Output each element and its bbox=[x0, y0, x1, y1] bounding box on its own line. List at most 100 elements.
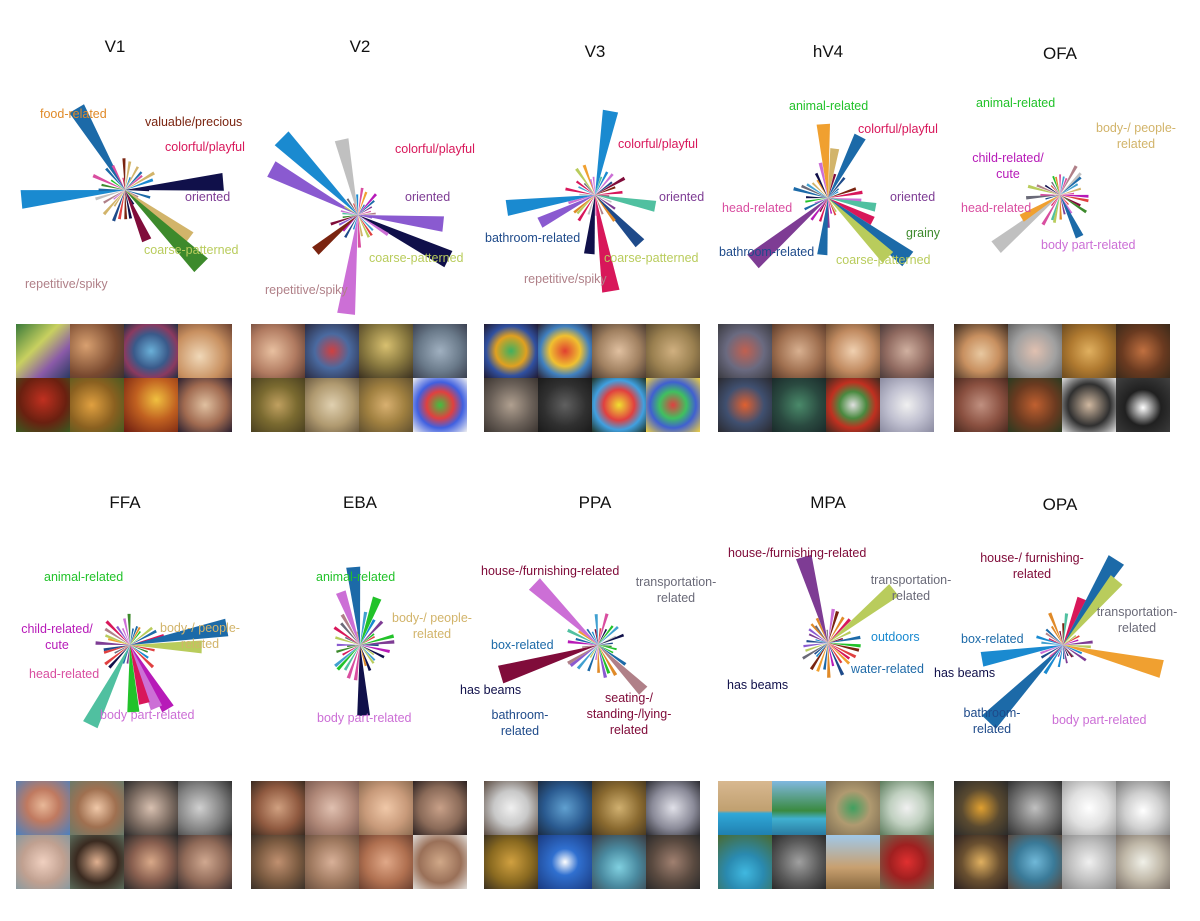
spoke-chart bbox=[991, 165, 1089, 253]
spoke-wedge bbox=[1063, 635, 1077, 645]
spoke-label: coarse-patterned bbox=[604, 251, 699, 265]
spoke-wedge bbox=[817, 198, 828, 256]
spoke-wedge bbox=[105, 620, 130, 645]
example-image bbox=[251, 378, 305, 432]
spoke-wedge bbox=[343, 645, 360, 671]
spoke-wedge bbox=[125, 190, 208, 273]
spoke-wedge bbox=[360, 645, 367, 667]
example-image bbox=[646, 835, 700, 889]
spoke-wedge bbox=[528, 578, 598, 645]
spoke-wedge bbox=[1063, 645, 1091, 649]
spoke-wedge bbox=[595, 176, 626, 195]
spoke-wedge bbox=[69, 104, 125, 190]
spoke-wedge bbox=[814, 198, 828, 204]
spoke-wedge bbox=[828, 635, 861, 643]
spoke-wedge bbox=[1063, 640, 1093, 645]
spoke-wedge bbox=[828, 198, 877, 212]
spoke-wedge bbox=[816, 179, 828, 198]
example-image bbox=[826, 324, 880, 378]
spoke-wedge bbox=[360, 640, 395, 645]
spoke-wedge bbox=[1063, 645, 1073, 658]
spoke-wedge bbox=[1049, 645, 1063, 658]
spoke-wedge bbox=[582, 164, 595, 195]
spoke-wedge bbox=[1040, 645, 1063, 655]
spoke-wedge bbox=[360, 619, 376, 645]
spoke-wedge bbox=[342, 215, 358, 232]
spoke-wedge bbox=[565, 187, 595, 195]
spoke-wedge bbox=[121, 628, 130, 645]
spoke-wedge bbox=[575, 180, 595, 195]
spoke-label: oriented bbox=[890, 190, 936, 204]
spoke-wedge bbox=[126, 645, 130, 664]
spoke-wedge bbox=[336, 590, 360, 645]
spoke-wedge bbox=[1048, 638, 1063, 645]
spoke-wedge bbox=[125, 171, 155, 190]
example-image bbox=[413, 835, 467, 889]
spoke-wedge bbox=[981, 645, 1063, 729]
spoke-label: box-related bbox=[491, 638, 554, 652]
example-image bbox=[538, 781, 592, 835]
example-image bbox=[124, 378, 178, 432]
spoke-label: animal-related bbox=[789, 99, 869, 113]
spoke-wedge bbox=[1060, 172, 1082, 195]
example-image bbox=[124, 324, 178, 378]
spoke-wedge bbox=[334, 138, 358, 215]
example-image-grid bbox=[16, 324, 232, 432]
spoke-wedge bbox=[1060, 165, 1078, 195]
spoke-wedge bbox=[110, 179, 125, 190]
spoke-label: has beams bbox=[934, 666, 996, 680]
spoke-wedge bbox=[127, 645, 140, 713]
example-image bbox=[718, 835, 772, 889]
spoke-wedge bbox=[1063, 645, 1087, 662]
spoke-label: animal-related bbox=[976, 96, 1056, 110]
panel-title: OPA bbox=[1042, 495, 1078, 514]
spoke-wedge bbox=[356, 631, 360, 645]
spoke-label: house-/furnishing-related bbox=[481, 564, 620, 578]
spoke-wedge bbox=[828, 643, 843, 664]
spoke-wedge bbox=[130, 628, 134, 645]
spoke-wedge bbox=[113, 190, 125, 207]
spoke-wedge bbox=[1060, 195, 1069, 205]
spoke-wedge bbox=[360, 636, 375, 645]
spoke-wedge bbox=[114, 645, 130, 654]
spoke-wedge bbox=[130, 626, 139, 645]
spoke-label: food-related bbox=[40, 107, 107, 121]
spoke-wedge bbox=[803, 643, 828, 648]
spoke-wedge bbox=[1045, 628, 1063, 645]
spoke-wedge bbox=[595, 195, 616, 210]
spoke-wedge bbox=[360, 645, 390, 653]
spoke-wedge bbox=[586, 628, 598, 645]
spoke-wedge bbox=[83, 645, 130, 729]
spoke-wedge bbox=[124, 190, 128, 220]
spoke-label: has beams bbox=[460, 683, 522, 697]
spoke-wedge bbox=[1059, 195, 1062, 220]
panel-title: EBA bbox=[342, 493, 378, 512]
spoke-wedge bbox=[828, 618, 851, 643]
spoke-wedge bbox=[595, 186, 616, 195]
example-image-grid bbox=[718, 324, 934, 432]
spoke-wedge bbox=[1041, 641, 1063, 645]
spoke-label: head-related bbox=[961, 201, 1032, 215]
spoke-wedge bbox=[1050, 625, 1063, 645]
spoke-wedge bbox=[95, 641, 130, 645]
spoke-wedge bbox=[808, 628, 828, 643]
spoke-wedge bbox=[130, 645, 174, 713]
spoke-wedge bbox=[828, 198, 837, 216]
spoke-wedge bbox=[595, 195, 620, 293]
example-image bbox=[1062, 378, 1116, 432]
spoke-label: coarse-patterned bbox=[369, 251, 464, 265]
spoke-wedge bbox=[598, 645, 648, 695]
spoke-wedge bbox=[598, 625, 614, 645]
example-image bbox=[1116, 324, 1170, 378]
spoke-wedge bbox=[360, 645, 375, 656]
spoke-wedge bbox=[1051, 181, 1060, 195]
example-image bbox=[1116, 835, 1170, 889]
spoke-wedge bbox=[358, 193, 377, 215]
spoke-wedge bbox=[330, 215, 358, 226]
spoke-label: bathroom- related bbox=[491, 708, 549, 738]
spoke-wedge bbox=[598, 645, 612, 648]
example-image bbox=[880, 324, 934, 378]
spoke-wedge bbox=[595, 195, 612, 203]
spoke-wedge bbox=[122, 177, 125, 190]
spoke-wedge bbox=[337, 215, 358, 315]
